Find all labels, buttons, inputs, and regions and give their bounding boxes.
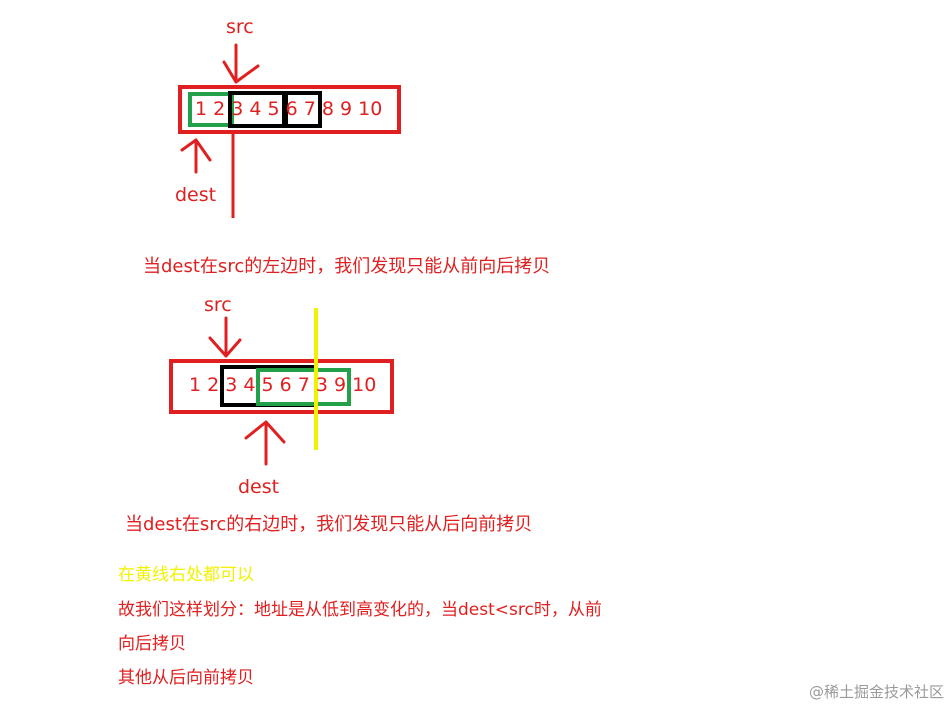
sequence-1: 1 2 3 4 5 6 7 8 9 10 — [195, 98, 383, 120]
src-arrow-2 — [208, 316, 242, 358]
caption-1: 当dest在src的左边时，我们发现只能从前向后拷贝 — [143, 256, 551, 277]
sequence-2: 1 2 3 4 5 6 7 3 9 10 — [189, 374, 377, 396]
rule-line-3: 其他从后向前拷贝 — [118, 668, 254, 688]
dest-arrow-2 — [244, 420, 286, 466]
src-label-2: src — [204, 294, 232, 316]
caption-2: 当dest在src的右边时，我们发现只能从后向前拷贝 — [125, 514, 533, 535]
array-box-1 — [178, 85, 401, 134]
yellow-line-note: 在黄线右处都可以 — [118, 565, 254, 585]
watermark: @稀土掘金技术社区 — [808, 683, 944, 701]
src-label-1: src — [226, 16, 254, 38]
rule-line-2: 向后拷贝 — [118, 634, 186, 654]
src-arrow-1 — [222, 43, 260, 84]
array-box-2 — [169, 359, 394, 414]
dest-label-2: dest — [238, 476, 280, 498]
dest-arrow-1 — [180, 138, 212, 174]
overlap-black-box-1 — [282, 91, 322, 128]
rule-line-1: 故我们这样划分：地址是从低到高变化的，当dest<src时，从前 — [118, 600, 602, 620]
dest-label-1: dest — [175, 184, 217, 206]
dest-range-green-box-2 — [256, 368, 351, 406]
